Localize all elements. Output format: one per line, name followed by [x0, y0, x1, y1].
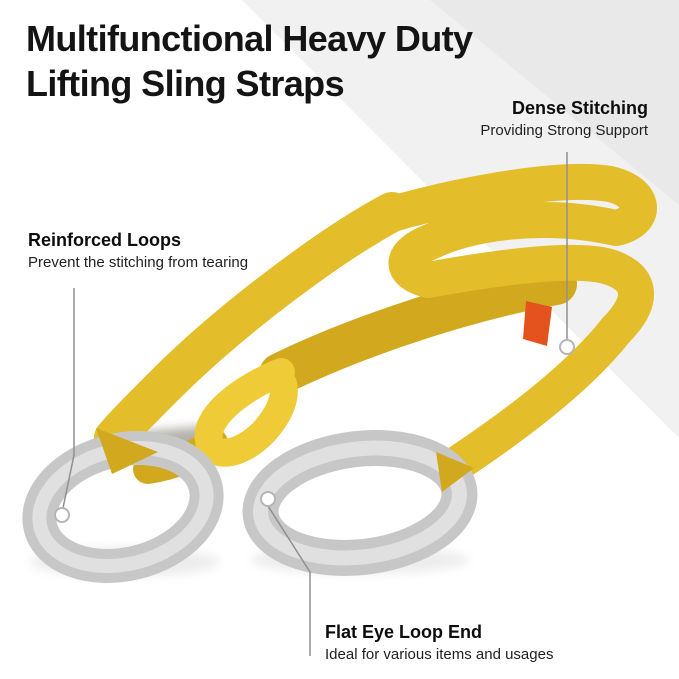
annotation-dense-stitching-description: Providing Strong Support [480, 122, 648, 139]
eye-loop-center-highlight [253, 440, 467, 566]
strap-middle-hairpin-loop [194, 358, 298, 467]
annotation-reinforced-loops: Reinforced Loops Prevent the stitching f… [28, 230, 248, 271]
callout-dot-flat-eye-loop-end [260, 491, 276, 507]
annotation-flat-eye-loop-end-label: Flat Eye Loop End [325, 622, 483, 642]
page-title-line-2: Lifting Sling Straps [26, 63, 345, 104]
warning-tag [523, 301, 552, 346]
strap-end-left-junction [96, 428, 158, 474]
callout-line-reinforced-loops [62, 288, 75, 509]
page-title: Multifunctional Heavy Duty Lifting Sling… [26, 16, 473, 106]
page-title-line-1: Multifunctional Heavy Duty [26, 18, 473, 59]
background-shade-inner [430, 0, 679, 205]
strap-middle-band [259, 263, 577, 395]
strap-top-folds-and-right [374, 163, 657, 484]
annotation-dense-stitching: Dense Stitching Providing Strong Support [480, 98, 648, 139]
strap-end-center-junction [436, 452, 474, 492]
annotation-flat-eye-loop-end: Flat Eye Loop End Ideal for various item… [325, 622, 553, 663]
annotation-dense-stitching-label: Dense Stitching [511, 98, 648, 118]
annotation-reinforced-loops-description: Prevent the stitching from tearing [28, 254, 249, 271]
callout-line-flat-eye-loop-end [267, 505, 311, 656]
callout-dot-reinforced-loops [54, 507, 70, 523]
callout-dot-dense-stitching [559, 339, 575, 355]
strap-left [94, 192, 412, 458]
annotation-flat-eye-loop-end-description: Ideal for various items and usages [325, 646, 554, 663]
annotation-reinforced-loops-label: Reinforced Loops [28, 230, 182, 250]
